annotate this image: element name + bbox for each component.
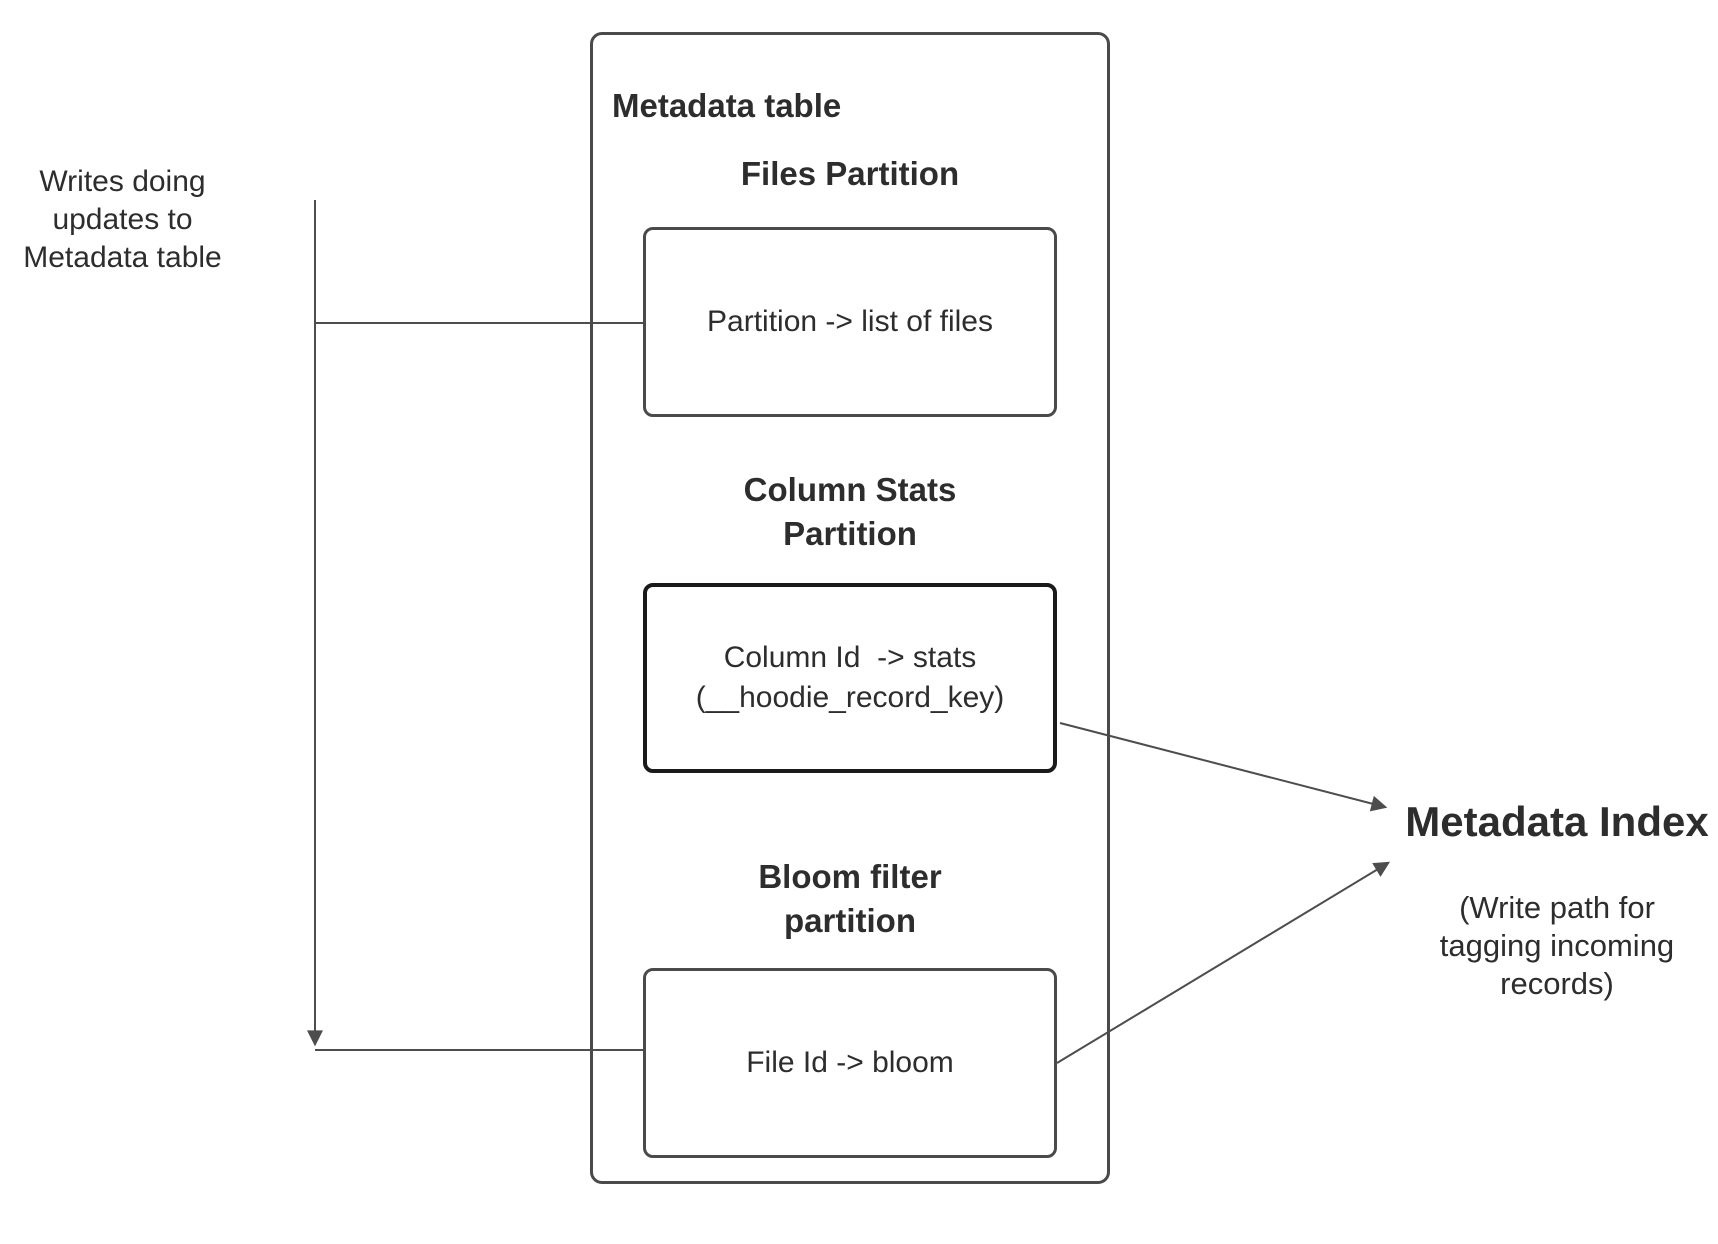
- metadata-table-container: [590, 32, 1110, 1184]
- files-partition-box-text: Partition -> list of files: [707, 305, 993, 338]
- bloom-filter-partition-heading: Bloom filter partition: [758, 858, 942, 939]
- metadata-index-subtitle: (Write path for tagging incoming records…: [1439, 890, 1675, 1001]
- column-stats-partition-heading: Column Stats Partition: [743, 471, 957, 552]
- column-stats-partition-box-text: Column Id -> stats (__hoodie_record_key): [695, 641, 1005, 714]
- column-stats-partition-box: Column Id -> stats (__hoodie_record_key): [643, 583, 1057, 773]
- metadata-table-title: Metadata table: [612, 87, 842, 124]
- bloom-filter-partition-box: File Id -> bloom: [643, 968, 1057, 1158]
- files-partition-box: Partition -> list of files: [643, 227, 1057, 417]
- files-partition-heading: Files Partition: [740, 155, 960, 192]
- bloom-filter-partition-box-text: File Id -> bloom: [746, 1046, 954, 1079]
- metadata-index-title: Metadata Index: [1405, 798, 1709, 845]
- writes-note: Writes doing updates to Metadata table: [23, 165, 222, 274]
